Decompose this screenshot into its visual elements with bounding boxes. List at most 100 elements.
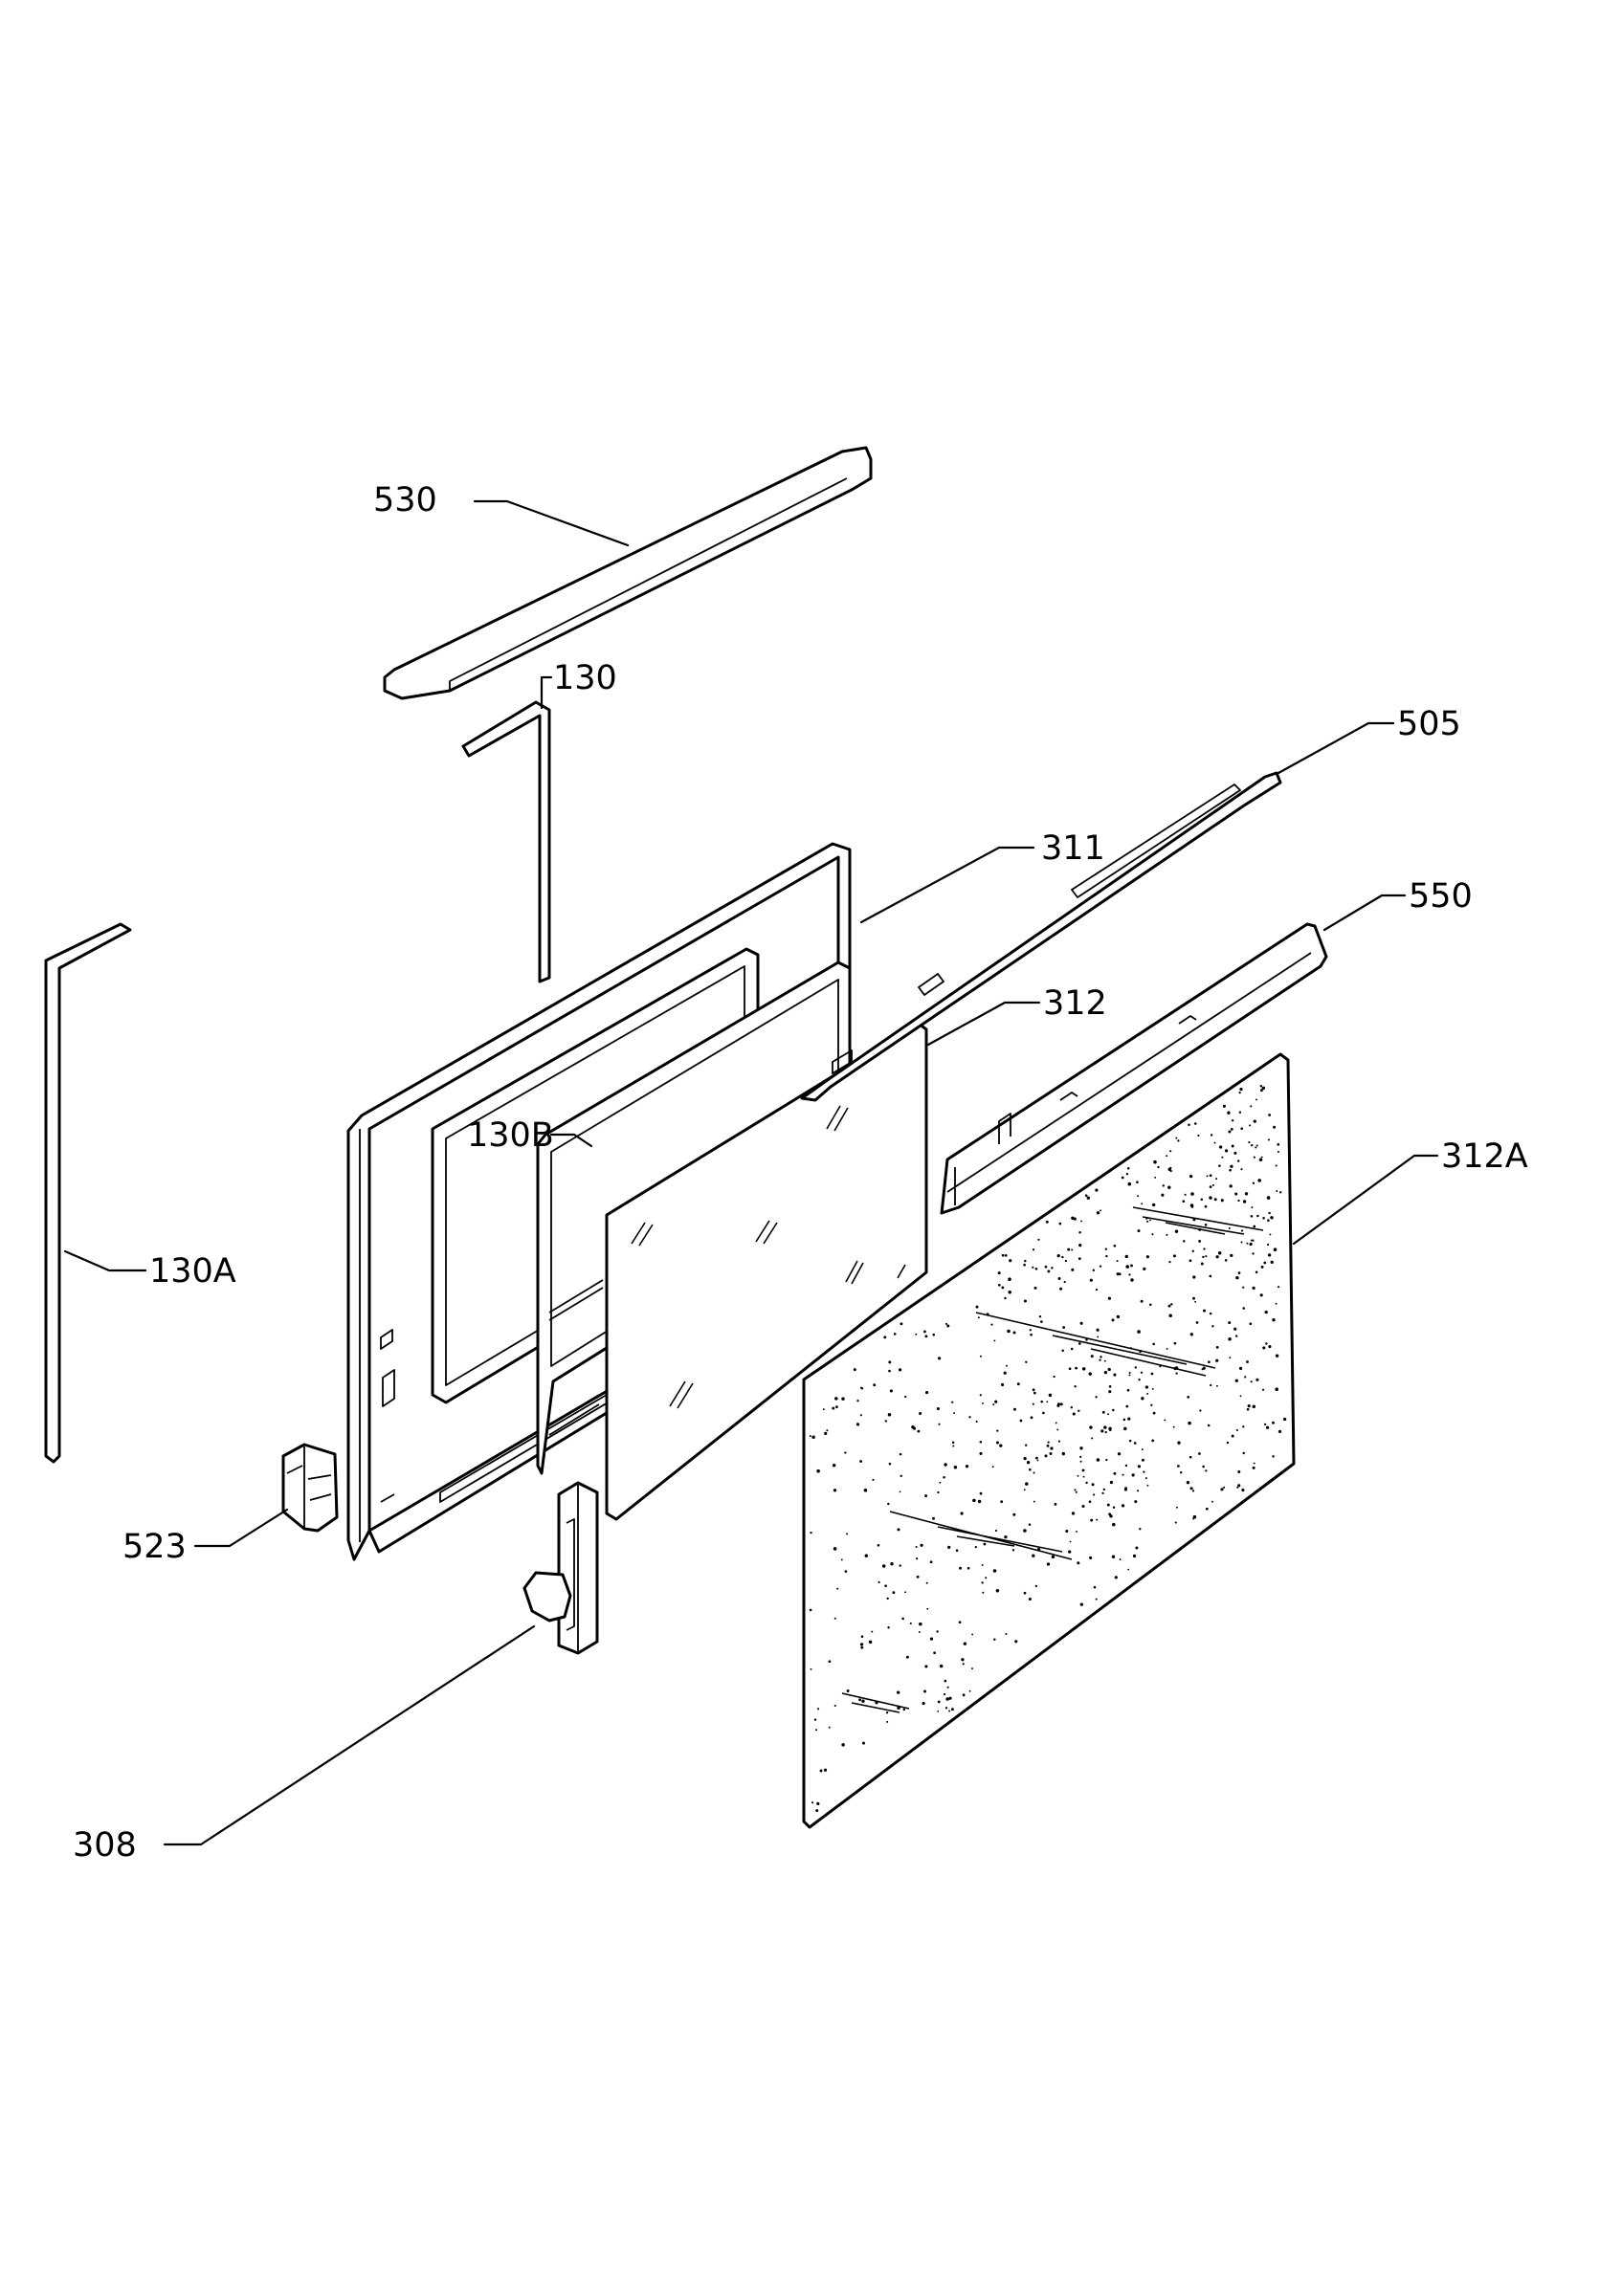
glass-stipple-dot bbox=[981, 1563, 984, 1566]
glass-stipple-dot bbox=[1047, 1269, 1051, 1273]
glass-stipple-dot bbox=[1125, 1265, 1129, 1269]
glass-stipple-dot bbox=[1187, 1396, 1190, 1399]
glass-stipple-dot bbox=[1074, 1489, 1077, 1491]
glass-stipple-dot bbox=[1277, 1150, 1279, 1153]
glass-stipple-dot bbox=[1251, 1144, 1254, 1147]
glass-stipple-dot bbox=[990, 1323, 993, 1326]
glass-stipple-dot bbox=[963, 1642, 967, 1645]
glass-stipple-dot bbox=[1095, 1188, 1099, 1192]
glass-stipple-dot bbox=[887, 1626, 890, 1629]
glass-stipple-dot bbox=[1266, 1196, 1271, 1200]
glass-stipple-dot bbox=[1079, 1460, 1082, 1463]
glass-stipple-dot bbox=[1276, 1190, 1278, 1192]
glass-stipple-dot bbox=[810, 1531, 812, 1534]
glass-stipple-dot bbox=[1269, 1233, 1272, 1236]
glass-stipple-dot bbox=[1209, 1196, 1212, 1200]
glass-stipple-dot bbox=[975, 1305, 979, 1309]
glass-stipple-dot bbox=[1192, 1490, 1195, 1492]
glass-stipple-dot bbox=[1161, 1193, 1165, 1197]
glass-stipple-dot bbox=[1250, 1105, 1253, 1108]
glass-stipple-dot bbox=[1079, 1446, 1083, 1450]
glass-stipple-dot bbox=[1090, 1518, 1094, 1522]
glass-stipple-dot bbox=[1034, 1267, 1038, 1270]
glass-stipple-dot bbox=[1102, 1488, 1106, 1491]
glass-stipple-dot bbox=[1150, 1372, 1154, 1376]
glass-stipple-dot bbox=[967, 1566, 970, 1570]
glass-stipple-dot bbox=[916, 1557, 919, 1560]
glass-stipple-dot bbox=[1255, 1270, 1258, 1274]
glass-stipple-dot bbox=[947, 1545, 951, 1549]
glass-stipple-dot bbox=[1151, 1233, 1154, 1236]
glass-stipple-dot bbox=[937, 1710, 940, 1712]
glass-stipple-dot bbox=[1046, 1401, 1049, 1403]
glass-stipple-dot bbox=[826, 1429, 829, 1432]
glass-stipple-dot bbox=[1061, 1255, 1064, 1259]
glass-stipple-dot bbox=[1099, 1265, 1102, 1268]
glass-stipple-dot bbox=[1025, 1444, 1028, 1446]
glass-stipple-dot bbox=[994, 1400, 998, 1403]
glass-stipple-dot bbox=[975, 1420, 978, 1423]
glass-stipple-dot bbox=[915, 1545, 918, 1549]
glass-stipple-dot bbox=[953, 1466, 958, 1469]
glass-stipple-dot bbox=[958, 1621, 962, 1624]
glass-stipple-dot bbox=[1177, 1441, 1181, 1445]
glass-stipple-dot bbox=[1056, 1403, 1060, 1407]
glass-stipple-dot bbox=[1230, 1253, 1233, 1257]
glass-stipple-dot bbox=[1059, 1287, 1063, 1291]
glass-stipple-dot bbox=[1206, 1175, 1209, 1178]
glass-stipple-dot bbox=[1105, 1254, 1108, 1258]
glass-stipple-dot bbox=[881, 1564, 886, 1568]
glass-stipple-dot bbox=[1268, 1114, 1271, 1116]
glass-stipple-dot bbox=[1162, 1184, 1166, 1187]
glass-stipple-dot bbox=[1123, 1488, 1127, 1491]
glass-stipple-dot bbox=[1044, 1454, 1048, 1458]
glass-stipple-dot bbox=[1215, 1178, 1218, 1181]
leader-311 bbox=[859, 846, 1035, 924]
glass-stipple-dot bbox=[1244, 1192, 1249, 1196]
glass-stipple-dot bbox=[1275, 1164, 1278, 1167]
glass-stipple-dot bbox=[939, 1481, 942, 1484]
glass-stipple-dot bbox=[1082, 1475, 1085, 1478]
glass-stipple-dot bbox=[1166, 1233, 1168, 1236]
glass-stipple-dot bbox=[1272, 1421, 1275, 1424]
glass-stipple-dot bbox=[1177, 1139, 1180, 1142]
glass-stipple-dot bbox=[1202, 1465, 1205, 1468]
glass-stipple-dot bbox=[1103, 1425, 1107, 1429]
glass-stipple-dot bbox=[1071, 1248, 1074, 1251]
glass-stipple-dot bbox=[1055, 1422, 1057, 1424]
glass-stipple-dot bbox=[822, 1408, 825, 1411]
glass-stipple-dot bbox=[1189, 1455, 1192, 1459]
glass-stipple-dot bbox=[1200, 1262, 1204, 1266]
glass-stipple-dot bbox=[1249, 1322, 1253, 1325]
part-505-channel bbox=[800, 771, 1282, 1102]
glass-stipple-dot bbox=[1167, 1167, 1171, 1172]
glass-stipple-dot bbox=[1045, 1220, 1049, 1224]
leader-lines bbox=[63, 499, 1439, 1846]
glass-stipple-dot bbox=[985, 1577, 988, 1579]
glass-stipple-dot bbox=[864, 1554, 869, 1557]
glass-stipple-dot bbox=[1265, 1425, 1270, 1429]
glass-stipple-dot bbox=[1096, 1328, 1100, 1332]
glass-stipple-dot bbox=[1202, 1366, 1206, 1370]
glass-stipple-dot bbox=[899, 1564, 901, 1567]
glass-stipple-dot bbox=[1079, 1321, 1083, 1325]
glass-stipple-dot bbox=[1173, 1341, 1177, 1345]
glass-stipple-dot bbox=[1001, 1382, 1005, 1387]
glass-stipple-dot bbox=[1108, 1385, 1112, 1388]
glass-stipple-dot bbox=[1240, 1127, 1243, 1130]
glass-stipple-dot bbox=[1144, 1385, 1149, 1389]
glass-stipple-dot bbox=[1113, 1373, 1117, 1377]
glass-stipple-dot bbox=[1210, 1134, 1213, 1137]
glass-stipple-dot bbox=[1231, 1119, 1234, 1122]
glass-stipple-dot bbox=[1140, 1299, 1144, 1303]
part-labels: 530 130 505 311 550 312 312A 130B 130A 5… bbox=[73, 481, 1528, 1865]
glass-stipple-dot bbox=[1242, 1425, 1245, 1428]
glass-stipple-dot bbox=[1218, 1164, 1221, 1167]
glass-stipple-dot bbox=[1169, 1150, 1172, 1153]
glass-stipple-dot bbox=[1030, 1416, 1033, 1420]
glass-stipple-dot bbox=[911, 1425, 915, 1429]
glass-stipple-dot bbox=[1093, 1493, 1096, 1496]
glass-stipple-dot bbox=[878, 1580, 880, 1583]
glass-stipple-dot bbox=[1023, 1263, 1026, 1267]
glass-stipple-dot bbox=[1259, 1293, 1263, 1297]
